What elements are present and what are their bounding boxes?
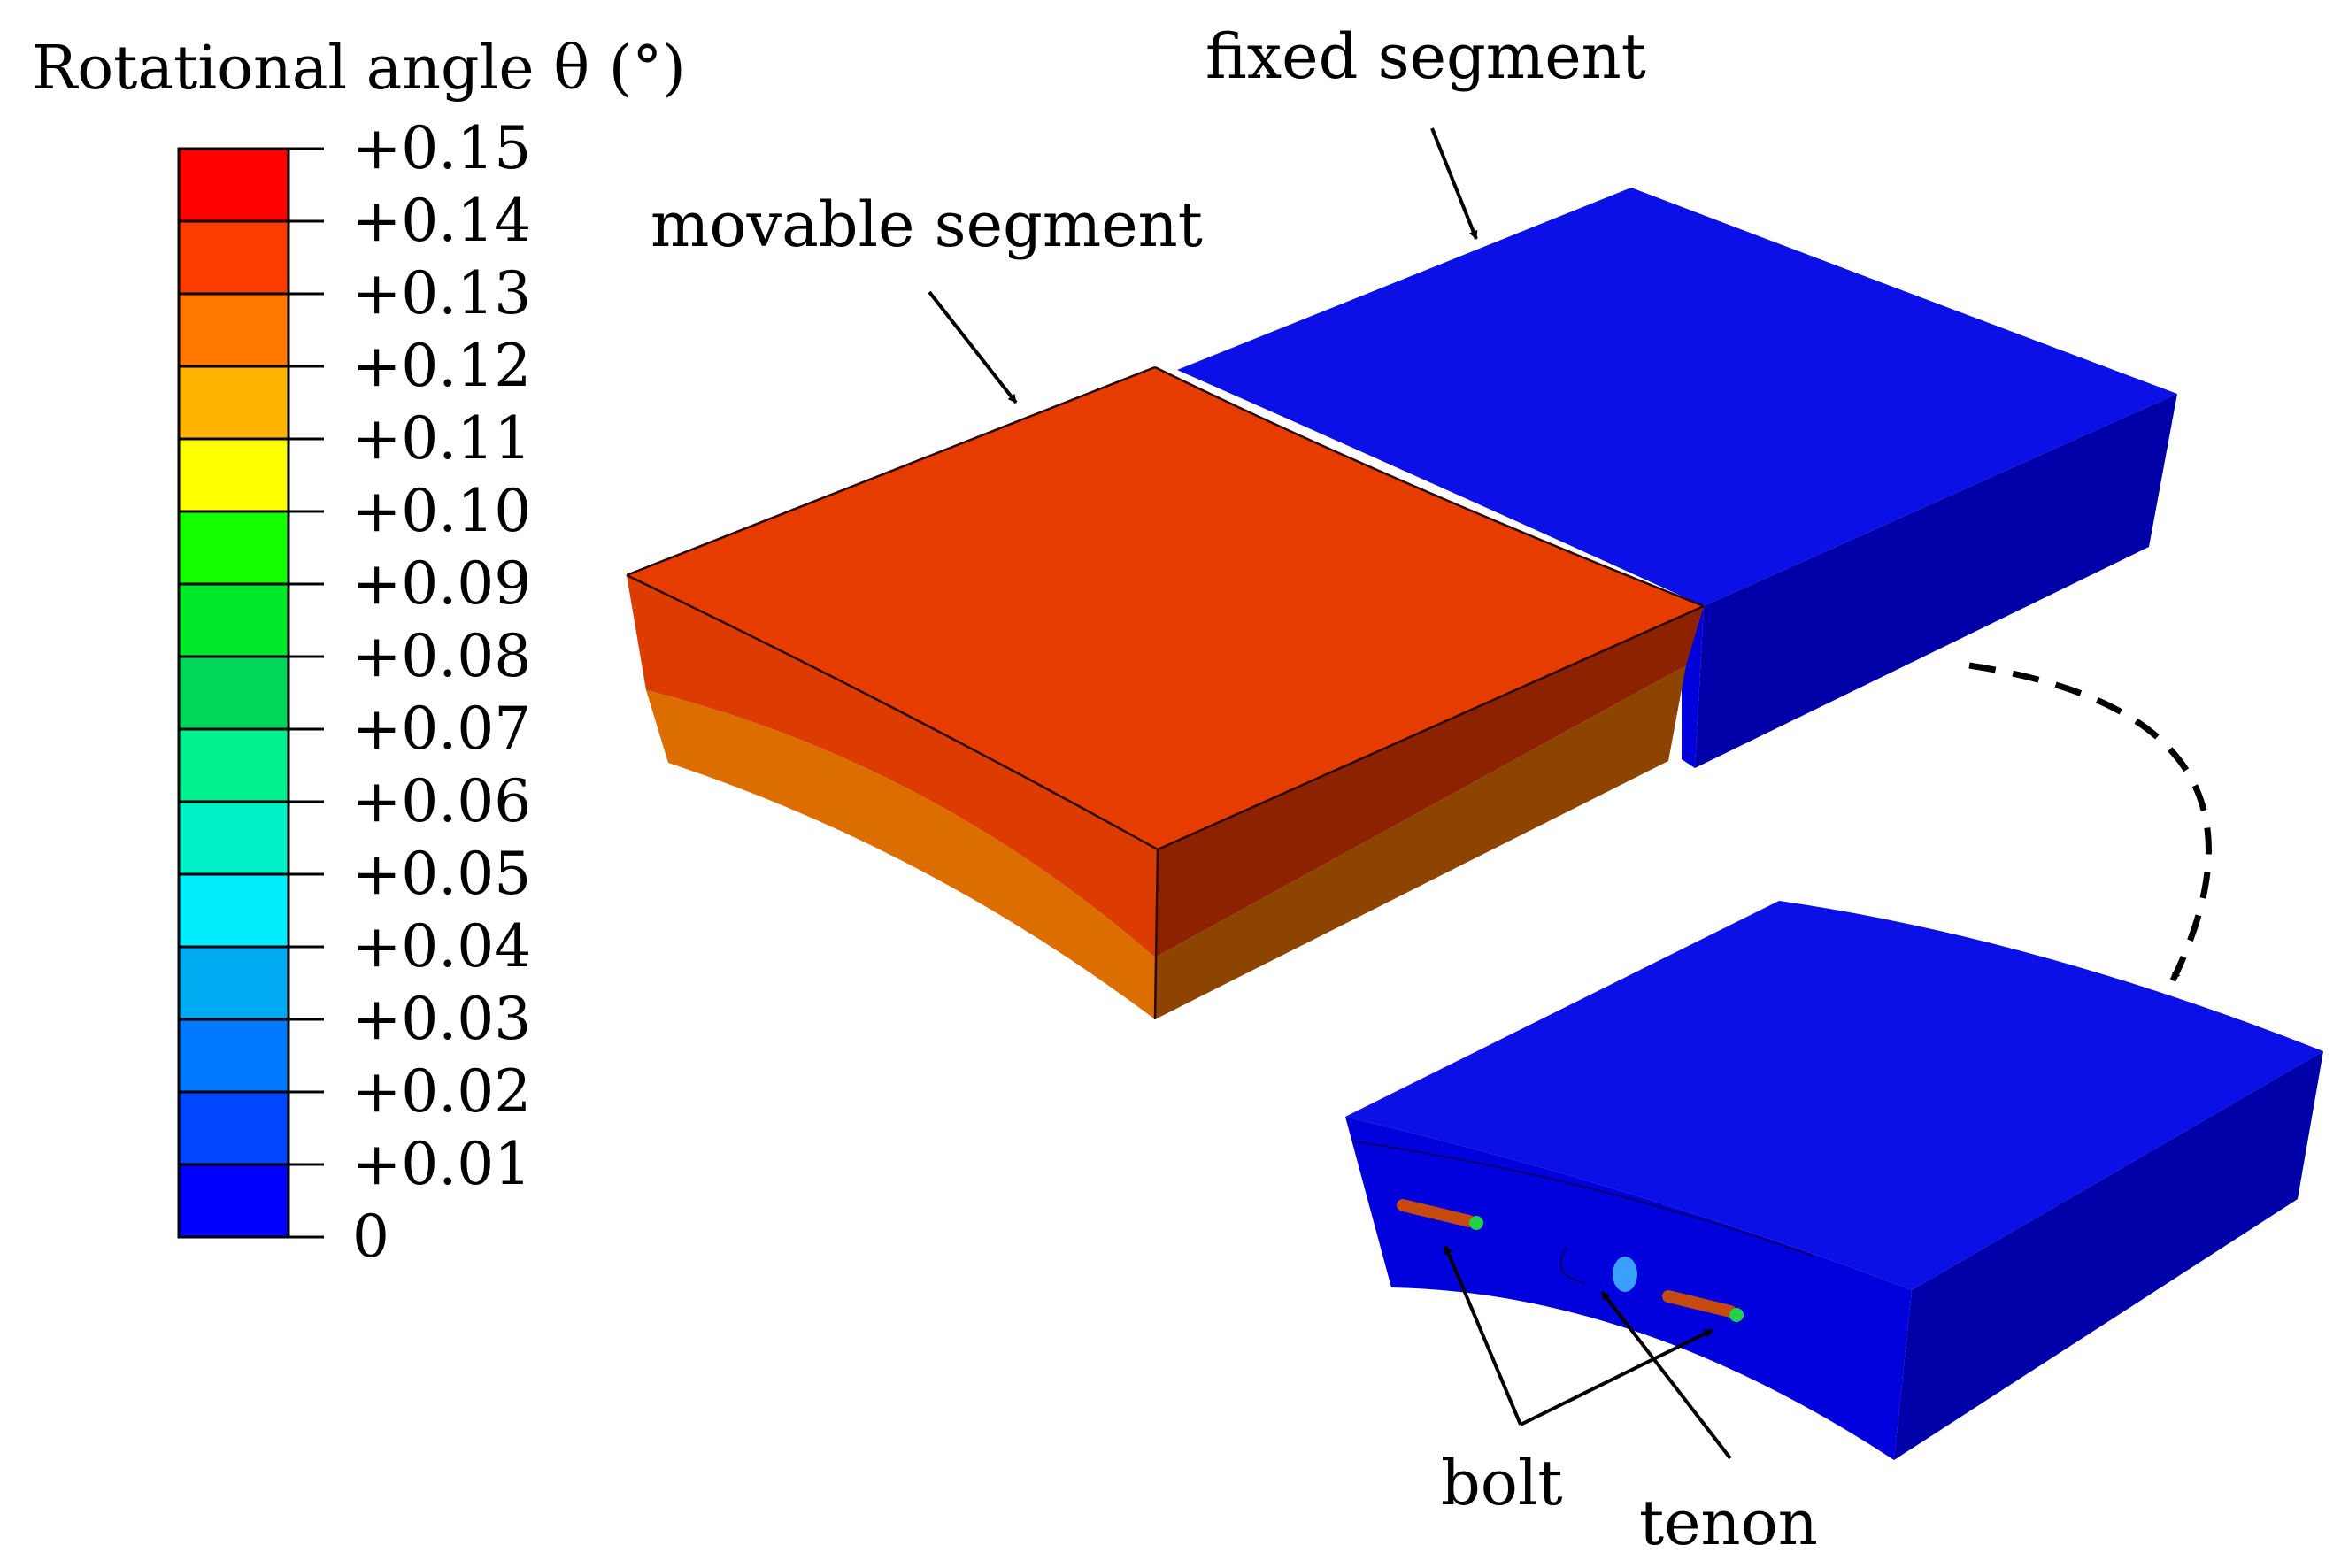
legend-labels: +0.15+0.14+0.13+0.12+0.11+0.10+0.09+0.08… (352, 114, 531, 1271)
bolt-right-tip (1729, 1308, 1744, 1322)
legend-label: +0.01 (352, 1130, 531, 1198)
fixed-segment-arrow (1430, 127, 1478, 240)
zoomed-top-face (1345, 901, 2323, 1290)
bolt-left-mark (1397, 1199, 1475, 1227)
legend-label: +0.10 (352, 477, 531, 545)
movable-segment-front-upper (627, 575, 1158, 957)
bolt-label: bolt (1441, 1447, 1562, 1519)
movable-segment-label: movable segment (651, 188, 1203, 261)
legend-band (177, 872, 290, 949)
legend-band (177, 365, 290, 441)
legend-band (177, 582, 290, 658)
fixed-segment-model (1177, 188, 2177, 768)
legend-band (177, 945, 290, 1021)
bolt-left-tip (1469, 1216, 1483, 1230)
zoom-dashed-arrow (1968, 662, 2212, 982)
legend-label: +0.05 (352, 840, 531, 908)
legend-label: 0 (352, 1203, 389, 1271)
bolt-arrow-right (1520, 1328, 1713, 1426)
movable-segment-model (626, 365, 1705, 1020)
legend-colorbar (177, 147, 290, 1239)
fixed-segment-side-face (1695, 394, 2177, 768)
legend-band (177, 655, 290, 731)
legend-band (177, 437, 290, 513)
legend-label: +0.15 (352, 114, 531, 182)
legend-label: +0.08 (352, 622, 531, 690)
movable-segment-top-face (627, 367, 1704, 849)
tenon-label: tenon (1639, 1487, 1818, 1559)
movable-segment-side-upper (1155, 606, 1704, 957)
bolt-arrow-left (1444, 1245, 1522, 1426)
legend-band (177, 800, 290, 876)
legend-label: +0.12 (352, 332, 531, 400)
movable-segment-arrow (928, 290, 1018, 404)
movable-segment-side-lower (1155, 665, 1686, 1019)
zoomed-edge-lines (1353, 1141, 1815, 1284)
legend-label: +0.04 (352, 912, 531, 980)
legend-band (177, 1090, 290, 1166)
legend-band (177, 147, 290, 223)
segment-edge-lines (626, 365, 1705, 1020)
fixed-segment-label: fixed segment (1205, 20, 1646, 93)
fixed-segment-top-face (1177, 188, 2177, 606)
legend-band (177, 727, 290, 803)
legend-band (177, 219, 290, 296)
zoomed-fixed-segment (1345, 901, 2323, 1460)
tenon-mark (1613, 1257, 1637, 1292)
legend-label: +0.06 (352, 767, 531, 835)
legend-band (177, 510, 290, 586)
legend-ticks (289, 147, 324, 1239)
legend-band (177, 1163, 290, 1239)
movable-segment-front-lower (646, 690, 1155, 1019)
legend-band (177, 1018, 290, 1094)
legend-label: +0.13 (352, 259, 531, 327)
legend-label: +0.09 (352, 550, 531, 618)
legend-label: +0.11 (352, 404, 531, 473)
legend-label: +0.03 (352, 985, 531, 1053)
bolt-right-mark (1662, 1290, 1736, 1318)
legend-band (177, 292, 290, 368)
legend-label: +0.07 (352, 695, 531, 763)
zoomed-side-face (1894, 1051, 2323, 1460)
legend-title: Rotational angle θ (°) (32, 34, 686, 104)
tenon-arrow (1600, 1290, 1732, 1460)
legend-label: +0.14 (352, 187, 531, 255)
legend-label: +0.02 (352, 1057, 531, 1126)
